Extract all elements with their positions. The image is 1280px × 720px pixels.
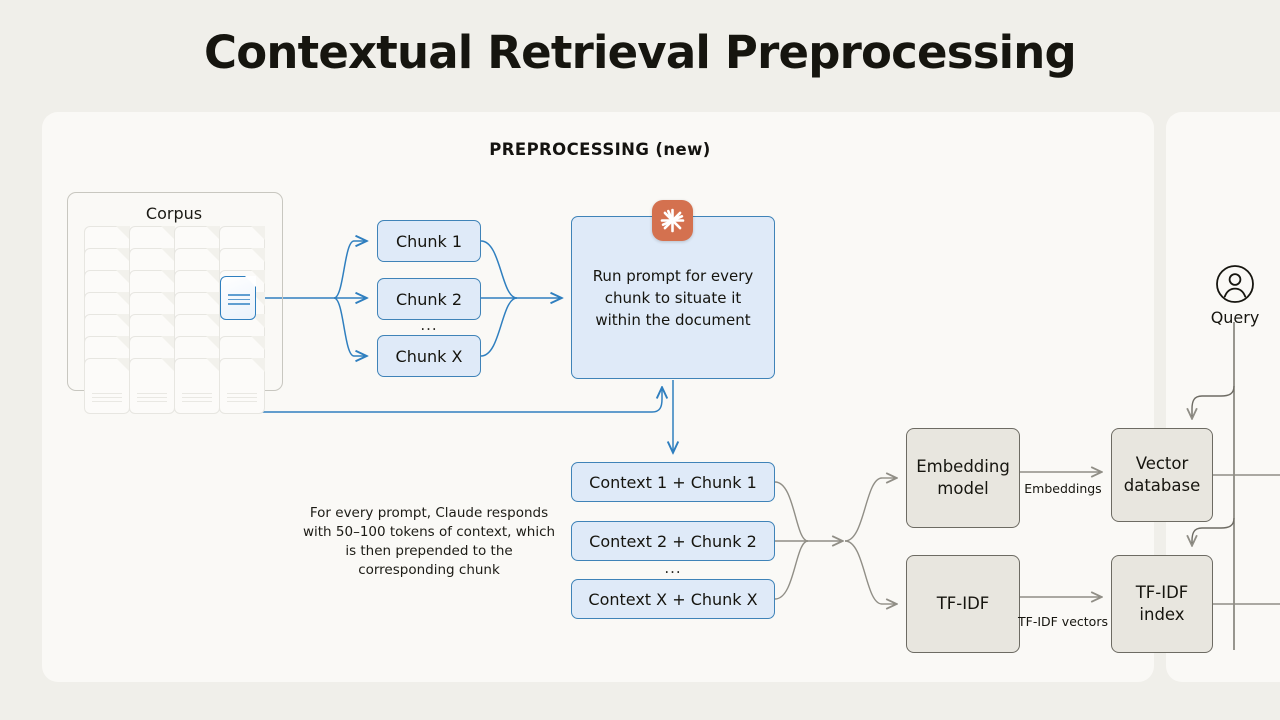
section-header-preprocessing: PREPROCESSING (new) [489,140,711,159]
tfidf-index-box[interactable]: TF-IDF index [1111,555,1213,653]
corpus-label: Corpus [145,204,203,223]
context-chunk-box-1[interactable]: Context 1 + Chunk 1 [571,462,775,502]
wire-contexts-merge [774,481,842,600]
wire-merge-to-models [844,478,896,604]
caption-text: For every prompt, Claude responds with 5… [302,505,556,578]
query-label: Query [1210,308,1260,327]
wire-chunks-to-prompt [480,240,561,357]
wire-stores-to-right-edge [1213,474,1280,605]
document-fold [245,276,256,287]
context-chunk-box-x[interactable]: Context X + Chunk X [571,579,775,619]
embedding-model-box[interactable]: Embedding model [906,428,1020,528]
wire-document-to-chunks [256,241,366,356]
user-avatar-icon [1216,265,1254,303]
ghost-document-icon [219,358,265,414]
document-lines [137,393,167,405]
document-lines [227,393,257,405]
context-chunk-box-2[interactable]: Context 2 + Chunk 2 [571,521,775,561]
contexts-ellipsis: ... [664,559,682,577]
chunk-box-2[interactable]: Chunk 2 [377,278,481,320]
run-prompt-box[interactable]: Run prompt for every chunk to situate it… [571,216,775,379]
tfidf-vectors-wire-label: TF-IDF vectors [1018,614,1108,629]
query-group: Query [1206,262,1264,327]
claude-starburst-icon [652,200,693,241]
document-lines [92,393,122,405]
page-title: Contextual Retrieval Preprocessing [204,26,1077,79]
embeddings-wire-label: Embeddings [1024,481,1102,496]
ghost-document-icon [129,358,175,414]
ghost-document-icon [174,358,220,414]
document-lines [182,393,212,405]
document-lines [228,294,250,308]
active-document-icon[interactable] [220,276,256,320]
tfidf-box[interactable]: TF-IDF [906,555,1020,653]
chunk-box-x[interactable]: Chunk X [377,335,481,377]
ghost-document-icon [84,358,130,414]
vector-database-box[interactable]: Vector database [1111,428,1213,522]
chunks-ellipsis: ... [420,316,438,334]
chunk-box-1[interactable]: Chunk 1 [377,220,481,262]
